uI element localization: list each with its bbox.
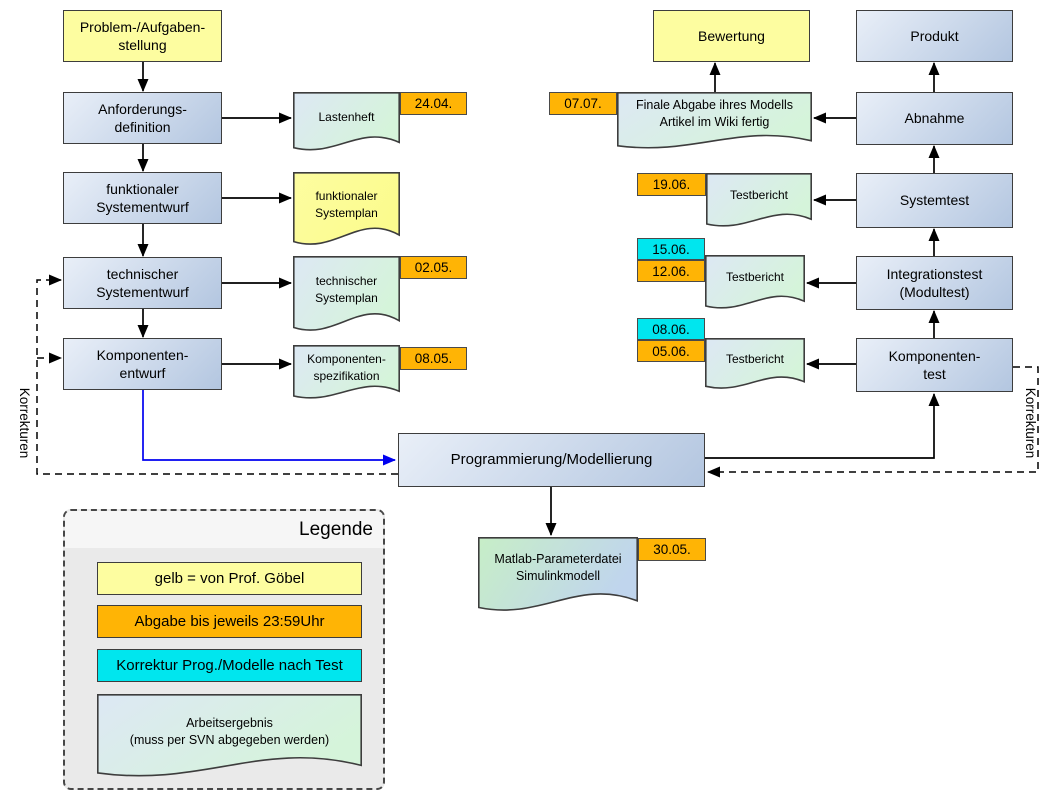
document-label: Matlab-Parameterdatei Simulinkmodell — [494, 552, 622, 583]
box-abnahme: Abnahme — [856, 92, 1013, 145]
due-badge-komponentenspezifikation: 08.05. — [400, 347, 467, 370]
due-badge-finale-abgabe: 07.07. — [549, 92, 617, 115]
box-systemtest: Systemtest — [856, 173, 1013, 228]
document-label: Lastenheft — [318, 109, 375, 124]
legend-item-yellow: gelb = von Prof. Göbel — [97, 562, 362, 595]
document-funktionaler-systemplan: funktionaler Systemplan — [293, 172, 400, 247]
document-technischer-systemplan: technischer Systemplan — [293, 256, 400, 333]
box-funktionaler-systementwurf: funktionaler Systementwurf — [63, 172, 222, 224]
document-label: Komponenten- spezifikation — [307, 352, 386, 383]
document-label: Testbericht — [729, 188, 789, 203]
box-komponentenentwurf: Komponenten- entwurf — [63, 338, 222, 390]
due-badge-matlab: 30.05. — [638, 538, 706, 561]
korrekturen-label-left: Korrekturen — [17, 387, 32, 459]
korrekturen-label-right: Korrekturen — [1023, 387, 1038, 459]
box-produkt: Produkt — [856, 10, 1013, 62]
document-label: Finale Abgabe ihres Modells Artikel im W… — [635, 98, 794, 129]
legend-item-cyan: Korrektur Prog./Modelle nach Test — [97, 649, 362, 682]
document-finale-abgabe: Finale Abgabe ihres Modells Artikel im W… — [617, 92, 812, 150]
document-label: Arbeitsergebnis (muss per SVN abgegeben … — [129, 715, 330, 747]
box-programmierung-modellierung: Programmierung/Modellierung — [398, 433, 705, 487]
legend-title: Legende — [65, 511, 383, 548]
document-lastenheft: Lastenheft — [293, 92, 400, 152]
box-bewertung: Bewertung — [653, 10, 810, 62]
due-badge-lastenheft: 24.04. — [400, 92, 467, 115]
box-komponententest: Komponenten- test — [856, 338, 1013, 392]
document-label: funktionaler Systemplan — [315, 189, 378, 220]
due-badge-testbericht-integrationstest: 12.06. — [637, 260, 705, 282]
due-badge-technischer-systemplan: 02.05. — [400, 256, 467, 279]
box-integrationstest: Integrationstest (Modultest) — [856, 256, 1013, 310]
box-technischer-systementwurf: technischer Systementwurf — [63, 257, 222, 309]
correction-badge-komponententest: 08.06. — [637, 318, 705, 340]
document-testbericht-komponententest: Testbericht — [705, 338, 805, 390]
document-matlab-simulink: Matlab-Parameterdatei Simulinkmodell — [478, 537, 638, 613]
document-label: technischer Systemplan — [315, 274, 378, 305]
due-badge-testbericht-komponententest: 05.06. — [637, 340, 705, 362]
due-badge-testbericht-systemtest: 19.06. — [637, 173, 706, 196]
correction-badge-integrationstest: 15.06. — [637, 238, 705, 260]
document-testbericht-integrationstest: Testbericht — [705, 255, 805, 310]
legend-item-document: Arbeitsergebnis (muss per SVN abgegeben … — [97, 694, 362, 779]
document-komponentenspezifikation: Komponenten- spezifikation — [293, 345, 400, 400]
box-anforderungsdefinition: Anforderungs- definition — [63, 92, 222, 144]
legend: Legende gelb = von Prof. Göbel Abgabe bi… — [63, 509, 385, 790]
document-testbericht-systemtest: Testbericht — [706, 173, 812, 228]
document-label: Testbericht — [725, 270, 785, 285]
box-problem-aufgabenstellung: Problem-/Aufgaben- stellung — [63, 10, 222, 62]
document-label: Testbericht — [725, 351, 785, 366]
legend-item-orange: Abgabe bis jeweils 23:59Uhr — [97, 605, 362, 638]
